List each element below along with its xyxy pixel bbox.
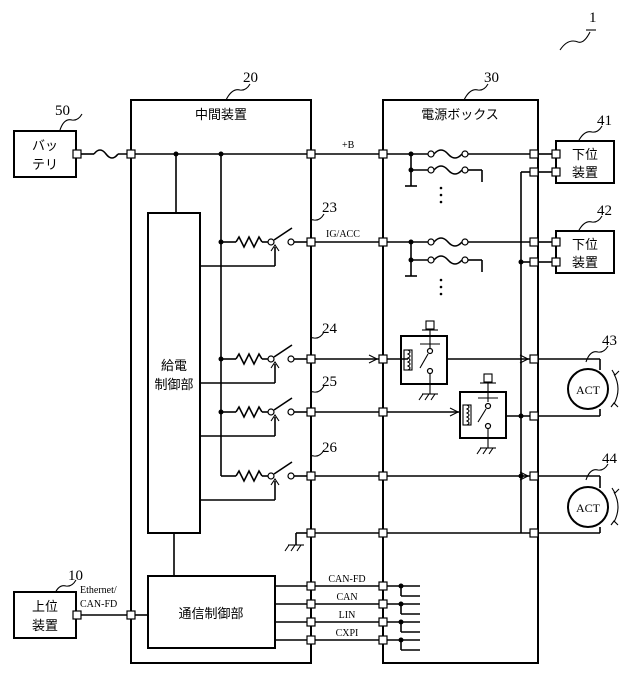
fuse-group-31-32 <box>405 149 552 204</box>
main-fuse <box>93 149 119 159</box>
host-device-label-line1: 上位 <box>32 600 58 615</box>
power-box-label: 電源ボックス <box>421 108 499 123</box>
connector-terminals <box>72 149 561 645</box>
ref-power-box: 30 <box>484 70 499 86</box>
bus-can-fd-label: CAN-FD <box>328 574 365 585</box>
ref-host: 10 <box>68 568 83 584</box>
ref-act44: 44 <box>602 451 618 467</box>
battery-box <box>13 130 77 178</box>
bus-lin-label: LIN <box>339 610 356 621</box>
battery-label-line2: テリ <box>32 158 58 173</box>
power-control-label-line1: 給電 <box>161 359 187 374</box>
leader-system <box>559 31 591 51</box>
actuator-44-rotation-arrow <box>613 491 619 523</box>
ethernet-label-line1: Ethernet/ <box>80 585 117 596</box>
intermediate-device-label: 中間装置 <box>195 108 247 123</box>
actuator-43-rotation-arrow <box>613 373 619 405</box>
actuator-44-label: ACT <box>576 501 601 515</box>
ref-sw23: 23 <box>322 200 337 216</box>
host-device-label-line2: 装置 <box>32 619 58 634</box>
power-control-label-line2: 制御部 <box>154 378 193 393</box>
resistor-23 <box>235 235 263 249</box>
ethernet-label-line2: CAN-FD <box>80 599 117 610</box>
ref-lower2: 42 <box>597 203 612 219</box>
ig-acc-label: IG/ACC <box>326 229 360 240</box>
switch-23: IG/ACC <box>201 227 428 267</box>
switch-23-contact <box>273 227 293 241</box>
ground-row <box>284 532 530 552</box>
switch-24 <box>201 344 379 384</box>
battery-label-line1: バッ <box>32 139 58 154</box>
relay-36 <box>459 373 530 455</box>
fuse-31 <box>433 149 463 159</box>
ref-lower1: 41 <box>597 113 612 129</box>
lower-device-2-label-line2: 装置 <box>572 256 598 271</box>
lower-device-1-label-line2: 装置 <box>572 166 598 181</box>
fuse-34 <box>433 255 463 265</box>
communication-control-unit <box>147 575 276 649</box>
host-device-box <box>13 591 77 639</box>
ref-sw26: 26 <box>322 440 338 456</box>
bus-can-label: CAN <box>336 592 357 603</box>
actuator-43-label: ACT <box>576 383 601 397</box>
host-link: Ethernet/ CAN-FD <box>80 585 148 616</box>
fuse-33 <box>433 237 463 247</box>
communication-buses: CAN-FD CAN LIN CXPI <box>275 574 420 651</box>
bus-cxpi-label: CXPI <box>336 628 359 639</box>
fuse-32 <box>433 165 463 175</box>
fuse-group-33-34 <box>405 237 552 296</box>
switch-25 <box>201 397 460 437</box>
ref-act43: 43 <box>602 333 617 349</box>
power-control-unit <box>147 212 201 534</box>
plus-b-label: +B <box>342 140 355 151</box>
ref-battery: 50 <box>55 103 70 119</box>
ref-sw25: 25 <box>322 374 337 390</box>
lower-device-2-box <box>555 230 615 274</box>
ref-system: 1 <box>589 10 597 26</box>
lower-device-1-box <box>555 140 615 184</box>
ref-intermediate: 20 <box>243 70 258 86</box>
actuator-44 <box>567 486 609 528</box>
ref-sw24: 24 <box>322 321 338 337</box>
lower-device-2-label-line1: 下位 <box>572 238 598 253</box>
relay-35 <box>387 320 601 401</box>
lower-device-1-label-line1: 下位 <box>572 148 598 163</box>
communication-control-label: 通信制御部 <box>178 607 243 622</box>
switch-26 <box>201 461 601 501</box>
actuator-43 <box>567 368 609 410</box>
